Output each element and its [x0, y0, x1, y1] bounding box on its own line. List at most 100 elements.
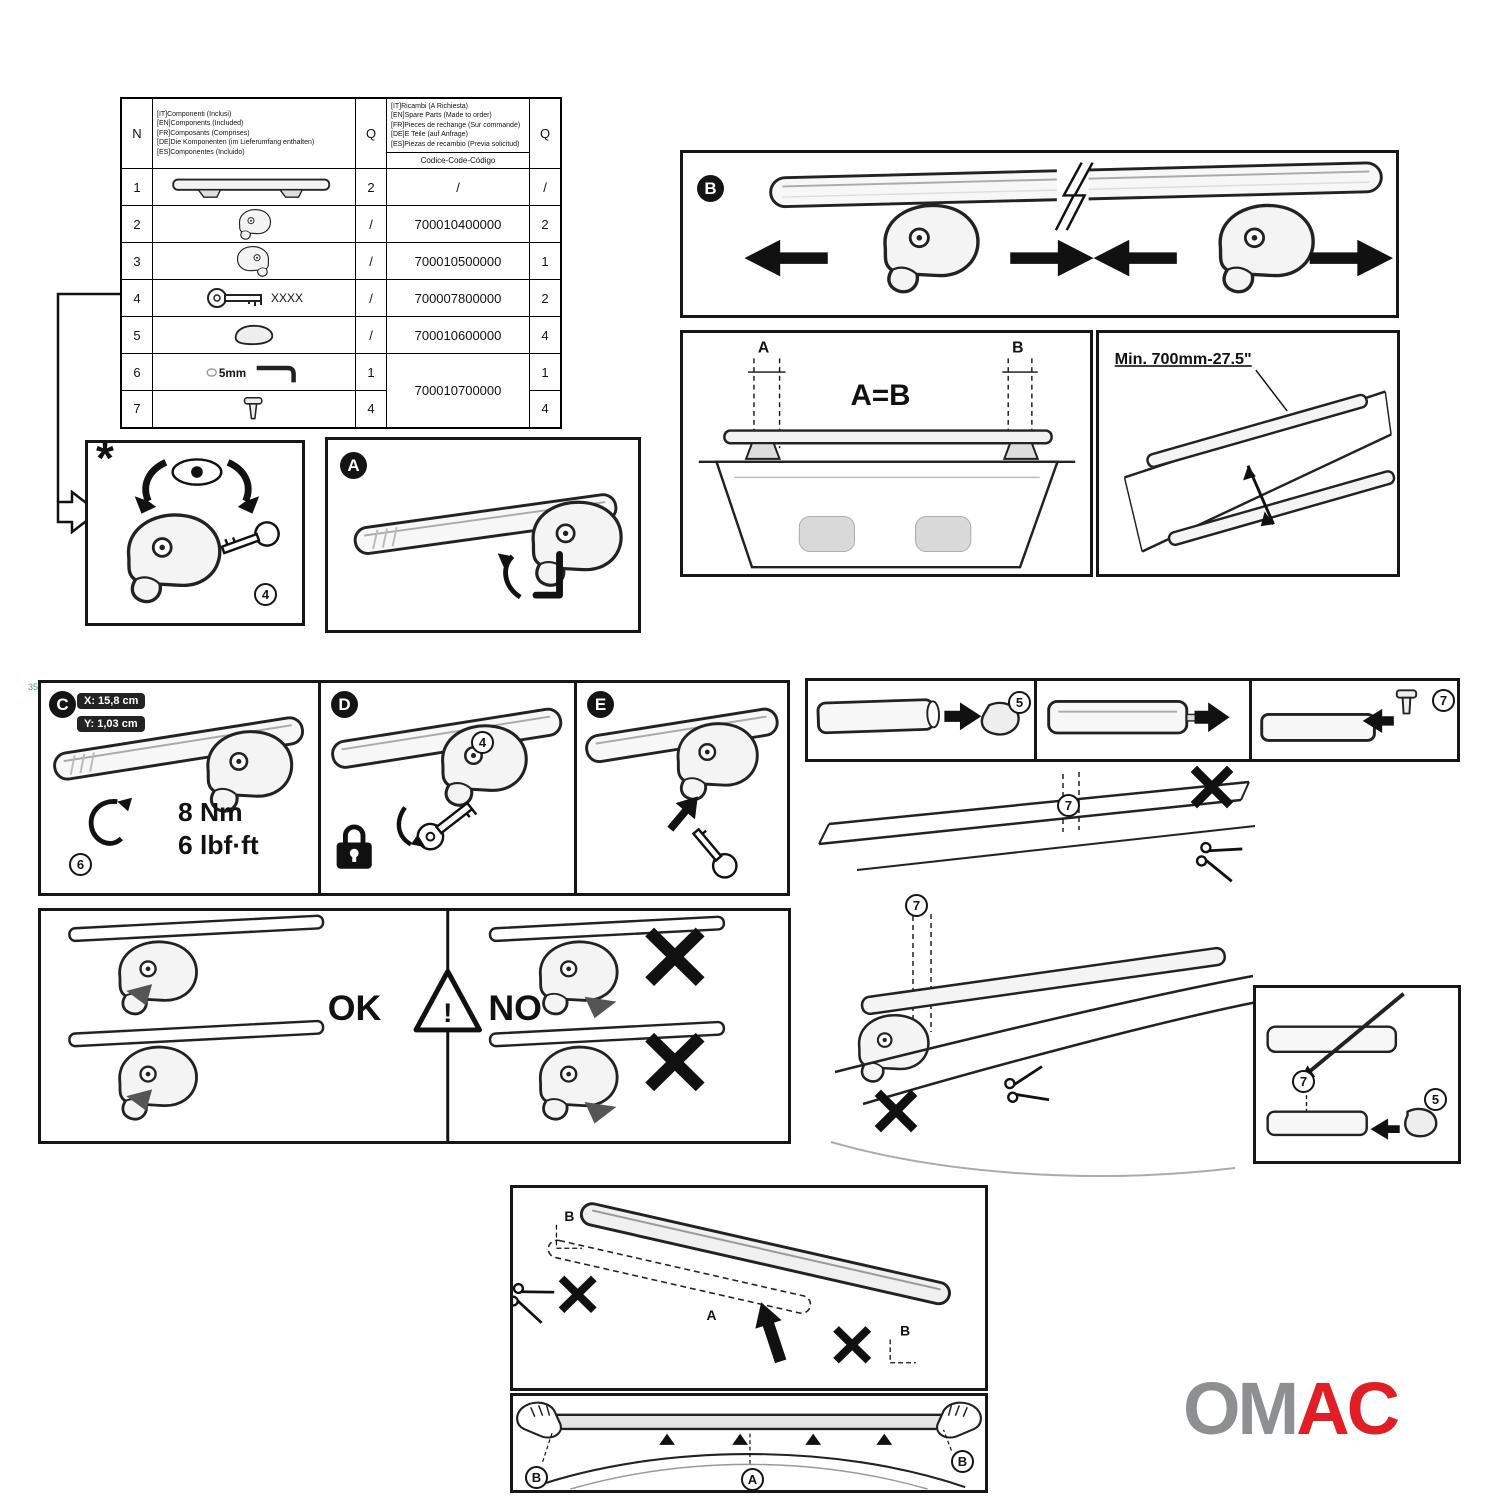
col-header-q-included: Q: [355, 97, 387, 170]
slide-right-arrow: [1309, 239, 1394, 277]
spare-header-line: [ES]Piezas de recambio (Previa solicitud…: [391, 140, 520, 148]
included-header-line: [EN]Components (Included): [157, 120, 244, 128]
panel-min-graphic: Min. 700mm-27.5": [1115, 350, 1396, 553]
x-mark-icon: [654, 936, 696, 977]
equation-label: A=B: [851, 379, 911, 412]
part-number: 2: [120, 205, 153, 244]
panel-cap-insert: 5: [805, 678, 1037, 762]
part-7-badge: 7: [1057, 794, 1080, 817]
panel-d: D 4: [318, 680, 577, 896]
part-code: /: [386, 168, 530, 207]
rear-glass-line: [532, 1453, 966, 1489]
clamp-graphic: [126, 513, 222, 604]
insert-arrow-icon: [1362, 708, 1394, 733]
qty-spare: 1: [529, 353, 562, 392]
clamp-icon: [238, 208, 272, 240]
bar-end-graphic: [816, 698, 940, 735]
included-header-line: [IT]Componenti (Inclusi): [157, 111, 232, 118]
part-code: 700010600000: [386, 316, 530, 355]
qty-included: /: [355, 205, 387, 244]
part-5-badge: 5: [1424, 1088, 1447, 1111]
clamp-graphic: [857, 1013, 930, 1083]
dimension-x-badge: X: 15,8 cm: [77, 693, 146, 709]
min-distance-label: Min. 700mm-27.5": [1115, 350, 1252, 368]
qty-included: 1: [355, 353, 387, 392]
table-row: 2 / 700010400000 2: [120, 205, 562, 244]
eye-icon: [171, 458, 223, 486]
clamp-graphic: [883, 203, 980, 294]
lock-icon: [336, 824, 372, 869]
cross-bar-graphic: [537, 1413, 961, 1431]
panel-measure: A B A=B: [680, 330, 1093, 577]
panel-slide-strip: [1034, 678, 1252, 762]
hand-left-graphic: [516, 1401, 562, 1439]
wrong-clamp-scene: [488, 915, 726, 1019]
measure-guides: [753, 358, 1033, 449]
part-4-badge: 4: [254, 583, 277, 606]
qty-spare: 4: [529, 316, 562, 355]
bar-graphic: [1266, 1025, 1398, 1053]
bar-graphic: [1047, 700, 1189, 735]
press-arrows-icon: [659, 1433, 893, 1445]
clamp-graphic: [1218, 203, 1315, 294]
col-header-q-spare: Q: [529, 97, 562, 170]
panel-star: * 4: [85, 435, 305, 626]
leader-lines: [542, 1429, 952, 1464]
slide-right-arrow: [1010, 239, 1094, 277]
fixing-pin-graphic: [1395, 689, 1418, 715]
roof-cut-illustration: 7 7: [805, 766, 1263, 1196]
turn-arrow-icon: [396, 806, 426, 848]
part-icon-cell: [152, 168, 356, 207]
panel-hands: B A B: [510, 1393, 988, 1493]
table-row: 4 XXXX / 700007800000 2: [120, 279, 562, 318]
panel-bar-mount: A B B: [510, 1185, 988, 1391]
part-7-badge: 7: [905, 894, 928, 917]
table-row: 7 4 4: [120, 390, 562, 429]
star-label: *: [96, 432, 114, 484]
code-header: Codice-Code-Código: [387, 152, 529, 168]
part-7-badge: 7: [1292, 1070, 1315, 1093]
included-header-line: [ES]Componentes (Incluido): [157, 148, 245, 156]
cross-bar-graphic: [579, 1202, 951, 1306]
part-4-badge: 4: [471, 731, 494, 754]
bar-end-graphic: [1266, 1110, 1368, 1137]
logo-text-red: AC: [1296, 1367, 1400, 1450]
part-code: 700010700000: [386, 353, 530, 429]
cross-bar-graphic: [860, 946, 1227, 1016]
panel-c-graphic: 8 Nm 6 lbf·ft: [53, 716, 305, 860]
panel-okno-graphic: OK ! NO: [68, 911, 726, 1141]
label-a: A: [707, 1308, 717, 1323]
part-icon-cell: [152, 316, 356, 355]
scissors-icon: [513, 1276, 556, 1325]
col-header-included: [IT]Componenti (Inclusi) [EN]Components …: [152, 97, 356, 170]
table-row: 1 2 / /: [120, 168, 562, 207]
car-body-line: [830, 1141, 1236, 1177]
panel-pin-graphic: [1260, 689, 1418, 742]
panel-d-graphic: [331, 707, 563, 869]
panel-slide-graphic: [1047, 700, 1230, 735]
included-header-line: [DE]Die Komponenten (im Lieferumfang ent…: [157, 139, 315, 147]
stray-artifact: 359: [28, 682, 44, 692]
insert-arrow-icon: [667, 796, 698, 832]
x-mark-icon: [839, 1332, 866, 1358]
qty-included: /: [355, 316, 387, 355]
qty-spare: 2: [529, 279, 562, 318]
cross-bar-icon: [172, 178, 331, 199]
panel-e-graphic: [585, 707, 779, 879]
panel-star-graphic: [126, 458, 280, 604]
table-row: 3 / 700010500000 1: [120, 242, 562, 281]
part-code: 700010500000: [386, 242, 530, 281]
panel-min-distance: Min. 700mm-27.5": [1096, 330, 1400, 577]
break-symbol-icon: [1054, 162, 1094, 231]
key-graphic: [416, 801, 478, 851]
col-header-spare: [IT]Ricambi (A Richiesta) [EN]Spare Part…: [386, 97, 530, 170]
measure-label-a: A: [758, 340, 769, 357]
part-icon-cell: [152, 390, 356, 429]
step-e-badge: E: [587, 691, 614, 718]
end-cap-graphic: [1404, 1107, 1438, 1138]
dimension-y-badge: Y: 1,03 cm: [77, 716, 145, 732]
panel-e: E: [574, 680, 790, 896]
key-code-text: XXXX: [270, 291, 303, 306]
part-number: 7: [120, 390, 153, 429]
turn-arrow-icon: [497, 553, 522, 600]
